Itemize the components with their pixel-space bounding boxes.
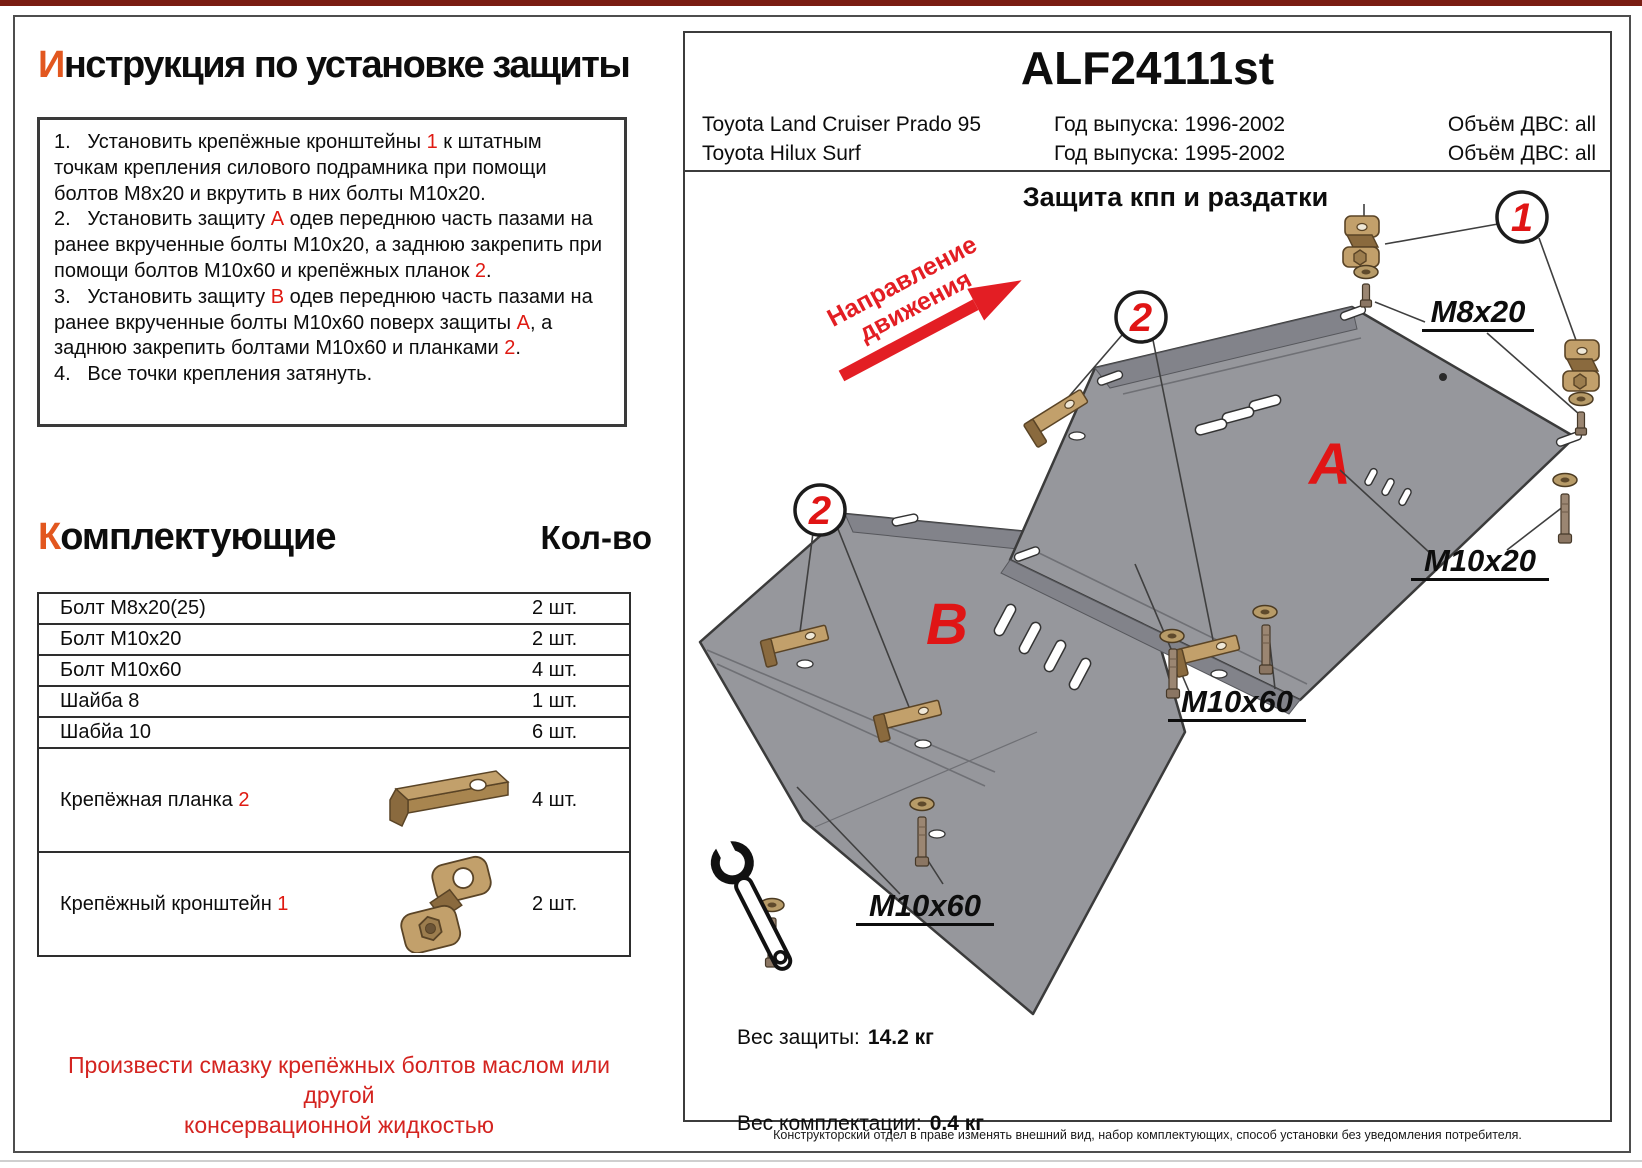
label-m8x20: М8х20: [1422, 294, 1534, 332]
table-row: Шайба 8 1 шт.: [39, 687, 629, 718]
diagram-title: Защита кпп и раздатки: [1022, 182, 1329, 212]
components-accent-letter: К: [38, 516, 61, 558]
lubrication-note: Произвести смазку крепёжных болтов масло…: [37, 1050, 641, 1140]
right-panel: ALF24111st Toyota Land Cruiser Prado 95 …: [683, 31, 1612, 1135]
header-separator: [685, 170, 1610, 172]
strap-bracket-image: [360, 760, 532, 840]
svg-text:М10х60: М10х60: [869, 888, 981, 923]
bolt-m8x20: [1359, 283, 1373, 308]
washer: [1252, 604, 1278, 620]
label-m10x20: М10х20: [1411, 543, 1549, 581]
part-qty: 4 шт.: [532, 659, 578, 681]
top-accent-bar: [0, 0, 1642, 6]
step-3: 3. Установить защиту В одев переднюю час…: [54, 285, 599, 360]
step-4: 4. Все точки крепления затянуть.: [54, 363, 373, 386]
mount-bracket-image: [360, 855, 532, 953]
part-label: Болт М8х20(25): [60, 597, 206, 619]
screw-dot: [1439, 373, 1447, 381]
bolt-m10x60: [1557, 493, 1573, 544]
part-code: ALF24111st: [1020, 42, 1275, 94]
title-accent-letter: И: [38, 44, 65, 86]
part-qty: 6 шт.: [532, 721, 578, 743]
strap-bracket: [759, 624, 830, 668]
strap-bracket: [872, 699, 943, 743]
part-qty: 1 шт.: [532, 690, 578, 712]
table-row: Шабйа 10 6 шт.: [39, 718, 629, 749]
table-row: Крепёжная планка 2 4 шт.: [39, 749, 629, 853]
qty-heading: Кол-во: [540, 519, 652, 556]
vehicle-years: Год выпуска: 1996-2002: [1054, 112, 1286, 136]
vehicle-model: Toyota Land Cruiser Prado 95: [702, 112, 981, 136]
title-rest: нструкция по установке защиты: [63, 44, 631, 86]
vehicle-years: Год выпуска: 1995-2002: [1054, 141, 1286, 165]
plate-b-letter: B: [926, 592, 968, 657]
vehicle-engine: Объём ДВС: all: [1447, 141, 1596, 165]
washer: [909, 796, 935, 812]
vehicle-model: Toyota Hilux Surf: [702, 141, 861, 165]
vehicle-engine: Объём ДВС: all: [1447, 112, 1596, 136]
specs-block: Вес защиты:14.2 кг Вес комплектации:0.4 …: [737, 967, 1034, 1168]
part-label: Крепёжный кронштейн 1: [60, 892, 289, 915]
callout-2b: 2: [793, 483, 847, 537]
footer-disclaimer: Конструкторский отдел в праве изменять в…: [773, 1128, 1522, 1142]
part-label: Крепёжная планка 2: [60, 788, 250, 811]
bolt-m10x60: [1258, 624, 1274, 675]
table-row: Болт М10х60 4 шт.: [39, 656, 629, 687]
spec-weight: Вес защиты:14.2 кг: [737, 1026, 934, 1049]
washer: [1159, 628, 1185, 644]
table-row: Крепёжный кронштейн 1 2 шт.: [39, 853, 629, 955]
washer: [1552, 472, 1578, 488]
washer: [1568, 391, 1594, 407]
mount-bracket: [1342, 215, 1380, 268]
part-label: Шайба 8: [60, 690, 140, 712]
components-table: Болт М8х20(25) 2 шт. Болт М10х20 2 шт. Б…: [37, 592, 631, 957]
label-m10x60-mid: М10х60: [1168, 684, 1306, 722]
leader-lines: [796, 204, 1582, 895]
part-qty: 2 шт.: [532, 628, 578, 650]
table-row: Болт М8х20(25) 2 шт.: [39, 594, 629, 625]
spec-kit-weight: Вес комплектации:0.4 кг: [737, 1111, 984, 1135]
step-1: 1. Установить крепёжные кронштейны 1 к ш…: [54, 131, 553, 205]
page-border: [13, 15, 1631, 1153]
table-row: Болт М10х20 2 шт.: [39, 625, 629, 656]
washer: [1353, 264, 1379, 280]
bolt-m10x60: [914, 816, 930, 867]
callout-1: 1: [1495, 190, 1549, 244]
part-qty: 2 шт.: [532, 597, 578, 619]
vehicle-row: Toyota Land Cruiser Prado 95 Год выпуска…: [685, 110, 1610, 139]
bolt-m10x20: [1574, 411, 1588, 436]
lubrication-note-line2: консервационной жидкостью: [184, 1112, 494, 1138]
part-qty: 2 шт.: [532, 892, 578, 915]
mount-bracket: [1562, 339, 1600, 392]
svg-text:М10х20: М10х20: [1424, 543, 1536, 578]
callout-2: 2: [1114, 290, 1168, 344]
strap-bracket: [1023, 389, 1089, 448]
vehicle-row: Toyota Hilux Surf Год выпуска: 1995-2002…: [685, 139, 1610, 168]
page-title: Инструкция по установке защиты: [38, 44, 646, 87]
assembly-diagram: B A: [698, 190, 1600, 1016]
callout-1-number: 1: [1511, 196, 1533, 240]
part-label: Болт М10х60: [60, 659, 182, 681]
bolt-m10x60: [1165, 648, 1181, 699]
direction-arrow: Направление движения: [823, 230, 1022, 382]
components-header: Комплектующие Кол-во: [38, 516, 652, 559]
callout-2-number: 2: [1129, 296, 1152, 340]
label-m10x60-bottom: М10х60: [856, 888, 994, 926]
wrench-icon: [710, 836, 793, 971]
plate-a-letter: A: [1307, 432, 1351, 497]
callout-2b-number: 2: [808, 489, 831, 533]
svg-text:М8х20: М8х20: [1431, 294, 1526, 329]
part-qty: 4 шт.: [532, 788, 578, 811]
components-heading-rest: омплектующие: [60, 516, 336, 558]
vehicle-table: Toyota Land Cruiser Prado 95 Год выпуска…: [685, 110, 1610, 168]
step-2: 2. Установить защиту А одев переднюю час…: [54, 208, 608, 282]
lubrication-note-line1: Произвести смазку крепёжных болтов масло…: [68, 1052, 610, 1108]
bottom-divider: [0, 1160, 1642, 1162]
svg-text:М10х60: М10х60: [1181, 684, 1293, 719]
part-label: Шабйа 10: [60, 721, 152, 743]
installation-steps-box: 1. Установить крепёжные кронштейны 1 к ш…: [37, 117, 627, 427]
part-label: Болт М10х20: [60, 628, 182, 650]
components-heading: Комплектующие: [38, 516, 336, 559]
